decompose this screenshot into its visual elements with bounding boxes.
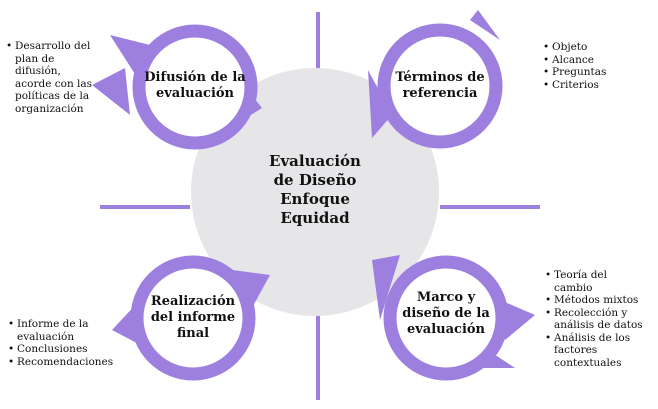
cycle-ring-marco: [372, 255, 535, 381]
bullet-item: Recomendaciones: [8, 356, 123, 369]
stage-title-marco: Marco y diseño de la evaluación: [386, 290, 506, 338]
title-line: Términos de: [395, 70, 485, 85]
bullet-item: Criterios: [543, 79, 653, 92]
center-line: de Diseño: [273, 171, 357, 189]
title-line: Marco y: [416, 290, 476, 305]
title-line: final: [176, 326, 210, 341]
cycle-ring-terminos: [368, 10, 503, 149]
bullet-item: Recolección y análisis de datos: [545, 307, 653, 332]
title-line: Difusión de la: [144, 70, 246, 85]
title-line: evaluación: [406, 322, 486, 337]
bullet-item: Métodos mixtos: [545, 294, 653, 307]
center-title: Evaluación de Diseño Enfoque Equidad: [245, 152, 385, 228]
cycle-ring-difusion: [92, 24, 262, 150]
title-line: referencia: [402, 86, 478, 101]
title-line: del informe: [150, 310, 236, 325]
stage-title-terminos: Términos de referencia: [380, 70, 500, 102]
center-line: Equidad: [280, 209, 350, 227]
bullet-item: Desarrollo del plan de difusión, acorde …: [6, 40, 98, 115]
bullet-item: Objeto: [543, 41, 653, 54]
bullet-item: Análisis de los factores contextuales: [545, 332, 634, 370]
title-line: evaluación: [155, 86, 235, 101]
stage-title-difusion: Difusión de la evaluación: [135, 70, 255, 102]
bullets-terminos: Objeto Alcance Preguntas Criterios: [543, 41, 653, 91]
bullet-item: Teoría del cambio: [545, 269, 614, 294]
title-line: Realización: [150, 294, 236, 309]
cycle-ring-informe: [112, 255, 270, 381]
bullets-marco: Teoría del cambio Métodos mixtos Recolec…: [545, 269, 653, 369]
title-line: diseño de la: [402, 306, 490, 321]
bullet-item: Informe de la evaluación: [8, 318, 97, 343]
bullets-informe: Informe de la evaluación Conclusiones Re…: [8, 318, 123, 368]
bullet-item: Conclusiones: [8, 343, 123, 356]
center-line: Evaluación: [269, 152, 361, 170]
stage-title-informe: Realización del informe final: [133, 294, 253, 342]
bullets-difusion: Desarrollo del plan de difusión, acorde …: [6, 40, 98, 115]
bullet-item: Preguntas: [543, 66, 653, 79]
bullet-item: Alcance: [543, 54, 653, 67]
center-line: Enfoque: [280, 190, 350, 208]
